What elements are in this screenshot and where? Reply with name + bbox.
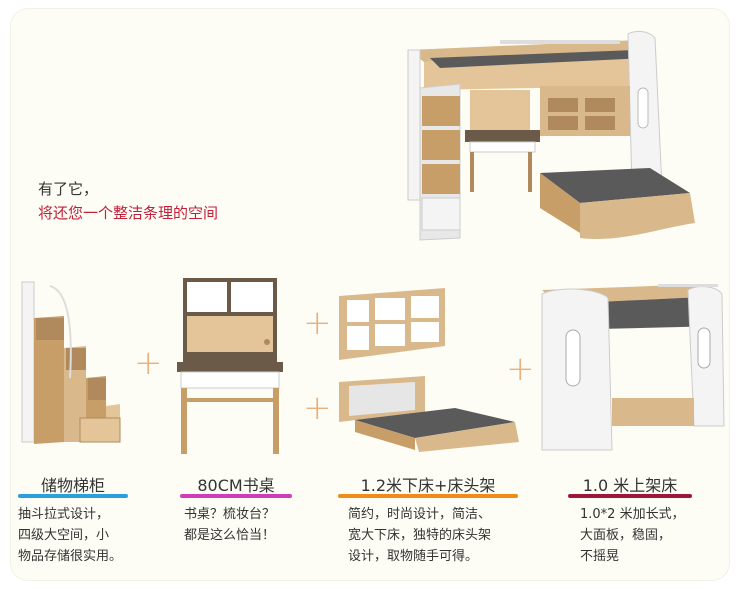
upper-loft-bed-illustration bbox=[541, 284, 725, 451]
plus-sign-1: + bbox=[134, 343, 163, 383]
plus-sign-4: + bbox=[506, 349, 535, 389]
hero-tagline: 有了它， 将还您一个整洁条理的空间 bbox=[38, 177, 218, 225]
plus-sign-3: + bbox=[303, 388, 332, 428]
headboard-shelf-illustration bbox=[339, 288, 445, 360]
component-desc-desk: 书桌？梳妆台？ 都是这么恰当！ bbox=[184, 507, 276, 543]
plus-sign-2: + bbox=[303, 303, 332, 343]
component-underline-desk bbox=[180, 494, 292, 498]
component-underline-upper-bed bbox=[568, 494, 692, 498]
component-title-lower-bed: 1.2米下床+床头架 bbox=[360, 476, 496, 495]
component-desc-lower-bed: 简约，时尚设计，简洁、 宽大下床，独特的床头架 设计，取物随手可得。 bbox=[348, 507, 492, 564]
component-desc-upper-bed: 1.0*2 米加长式， 大面板，稳固， 不摇晃 bbox=[580, 507, 685, 564]
component-desc-stair-cabinet: 抽斗拉式设计， 四级大空间，小 物品存储很实用。 bbox=[18, 507, 123, 564]
component-underline-lower-bed bbox=[338, 494, 518, 498]
lower-bed-illustration bbox=[339, 376, 519, 452]
component-title-stair-cabinet: 储物梯柜 bbox=[40, 476, 105, 495]
hero-line-1: 有了它， bbox=[38, 180, 99, 198]
desk-illustration bbox=[177, 278, 283, 454]
component-underline-stair-cabinet bbox=[18, 494, 128, 498]
hero-line-2: 将还您一个整洁条理的空间 bbox=[38, 204, 219, 222]
component-title-desk: 80CM书桌 bbox=[197, 476, 275, 495]
loft-bed-set-illustration bbox=[407, 30, 695, 241]
component-title-upper-bed: 1.0 米上架床 bbox=[582, 476, 678, 495]
stair-cabinet-illustration bbox=[21, 281, 121, 444]
